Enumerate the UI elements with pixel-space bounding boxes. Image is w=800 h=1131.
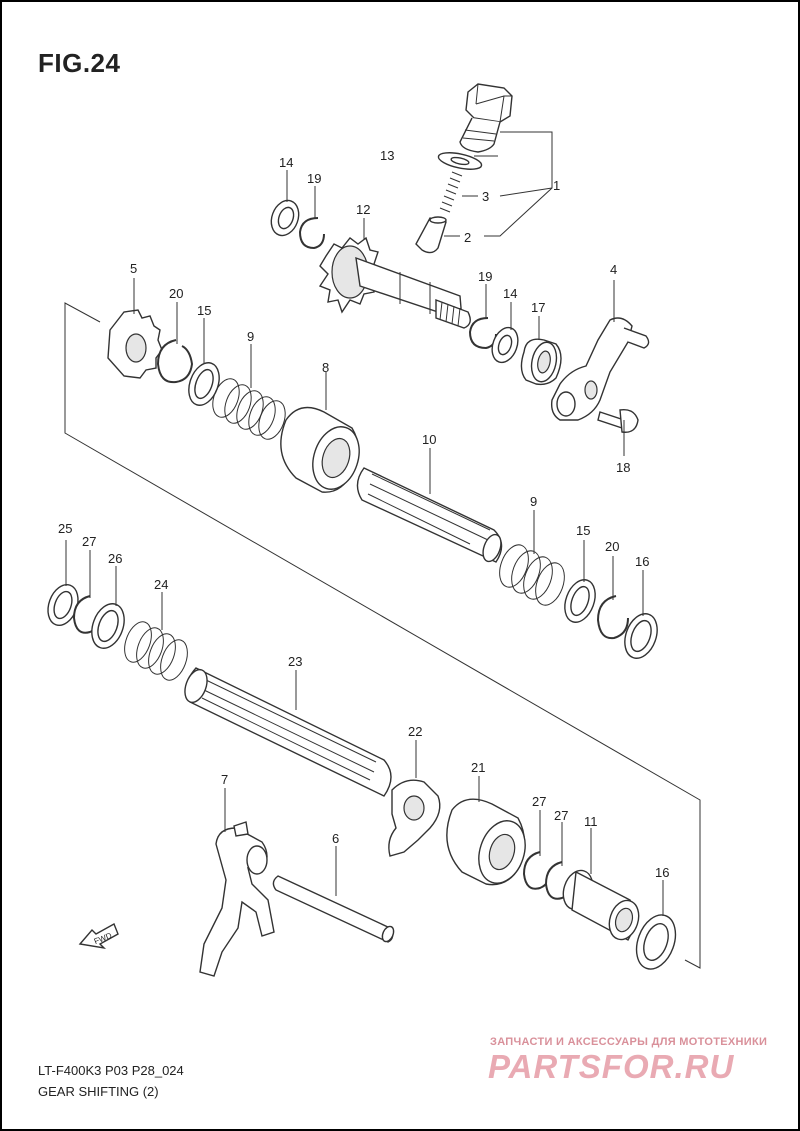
part-16-washer-b <box>635 914 677 970</box>
part-8-drum <box>280 406 360 493</box>
part-14-washer-mid <box>491 326 519 364</box>
part-11-bushing <box>562 869 640 941</box>
fwd-arrow-icon <box>78 923 119 950</box>
callout-23: 23 <box>288 654 302 669</box>
figure-title: FIG.24 <box>38 48 121 78</box>
callout-12: 12 <box>356 202 370 217</box>
callout-2: 2 <box>464 230 471 245</box>
part-18-bolt <box>597 409 639 433</box>
callout-15-a: 15 <box>197 303 211 318</box>
callout-3: 3 <box>482 189 489 204</box>
callout-22: 22 <box>408 724 422 739</box>
assembly-outline <box>64 302 701 969</box>
part-1-bolt <box>459 83 513 153</box>
callout-17: 17 <box>531 300 545 315</box>
part-9-spring-b <box>499 544 565 606</box>
callout-26: 26 <box>108 551 122 566</box>
part-20-circlip-b <box>596 595 629 640</box>
callout-20-a: 20 <box>169 286 183 301</box>
callout-27-b: 27 <box>532 794 546 809</box>
callout-25: 25 <box>58 521 72 536</box>
callout-14-a: 14 <box>279 155 293 170</box>
leader-lines <box>65 131 664 916</box>
callout-4: 4 <box>610 262 617 277</box>
part-5-gear <box>107 309 163 379</box>
part-7-shift-fork <box>199 821 275 977</box>
part-6-fork-shaft <box>272 875 395 943</box>
part-17-bearing <box>520 338 562 386</box>
part-20-circlip-a <box>156 339 194 384</box>
part-22-cam-plate <box>388 779 441 857</box>
part-21-drum <box>446 798 526 886</box>
callout-19-a: 19 <box>307 171 321 186</box>
callout-27-a: 27 <box>82 534 96 549</box>
callout-13: 13 <box>380 148 394 163</box>
callout-6: 6 <box>332 831 339 846</box>
part-12-shift-shaft <box>318 236 471 329</box>
part-19-circlip-mid <box>468 317 497 350</box>
part-23-shaft <box>184 667 392 797</box>
callout-10: 10 <box>422 432 436 447</box>
part-15-washer-b <box>564 579 596 623</box>
watermark-caption: ЗАПЧАСТИ И АКСЕССУАРЫ ДЛЯ МОТОТЕХНИКИ <box>490 1036 768 1048</box>
callout-9-a: 9 <box>247 329 254 344</box>
callout-16-a: 16 <box>635 554 649 569</box>
callout-7: 7 <box>221 772 228 787</box>
part-16-washer-a <box>624 613 658 659</box>
callout-27-c: 27 <box>554 808 568 823</box>
part-25-washer <box>47 583 79 627</box>
callout-1: 1 <box>553 178 560 193</box>
callout-15-b: 15 <box>576 523 590 538</box>
callout-21: 21 <box>471 760 485 775</box>
part-13-washer <box>437 152 483 170</box>
callout-9-b: 9 <box>530 494 537 509</box>
part-9-spring-a <box>212 378 286 440</box>
part-2-pin <box>415 216 447 254</box>
callout-18: 18 <box>616 460 630 475</box>
callout-16-b: 16 <box>655 865 669 880</box>
model-code: LT-F400K3 P03 P28_024 <box>38 1063 184 1078</box>
part-10-shaft <box>356 467 503 563</box>
part-4-shift-arm <box>550 317 650 421</box>
part-3-spring <box>439 171 463 213</box>
callout-5: 5 <box>130 261 137 276</box>
callout-8: 8 <box>322 360 329 375</box>
part-15-washer-a <box>188 362 220 406</box>
callout-19-b: 19 <box>478 269 492 284</box>
callout-20-b: 20 <box>605 539 619 554</box>
part-24-spring <box>124 621 188 681</box>
callout-11: 11 <box>584 814 598 829</box>
watermark-logo: PARTSFOR.RU <box>488 1048 735 1085</box>
figure-caption: GEAR SHIFTING (2) <box>38 1084 159 1099</box>
callout-24: 24 <box>154 577 168 592</box>
part-14-washer-upper <box>270 199 300 237</box>
callout-14-b: 14 <box>503 286 517 301</box>
part-19-circlip-upper <box>298 217 325 250</box>
